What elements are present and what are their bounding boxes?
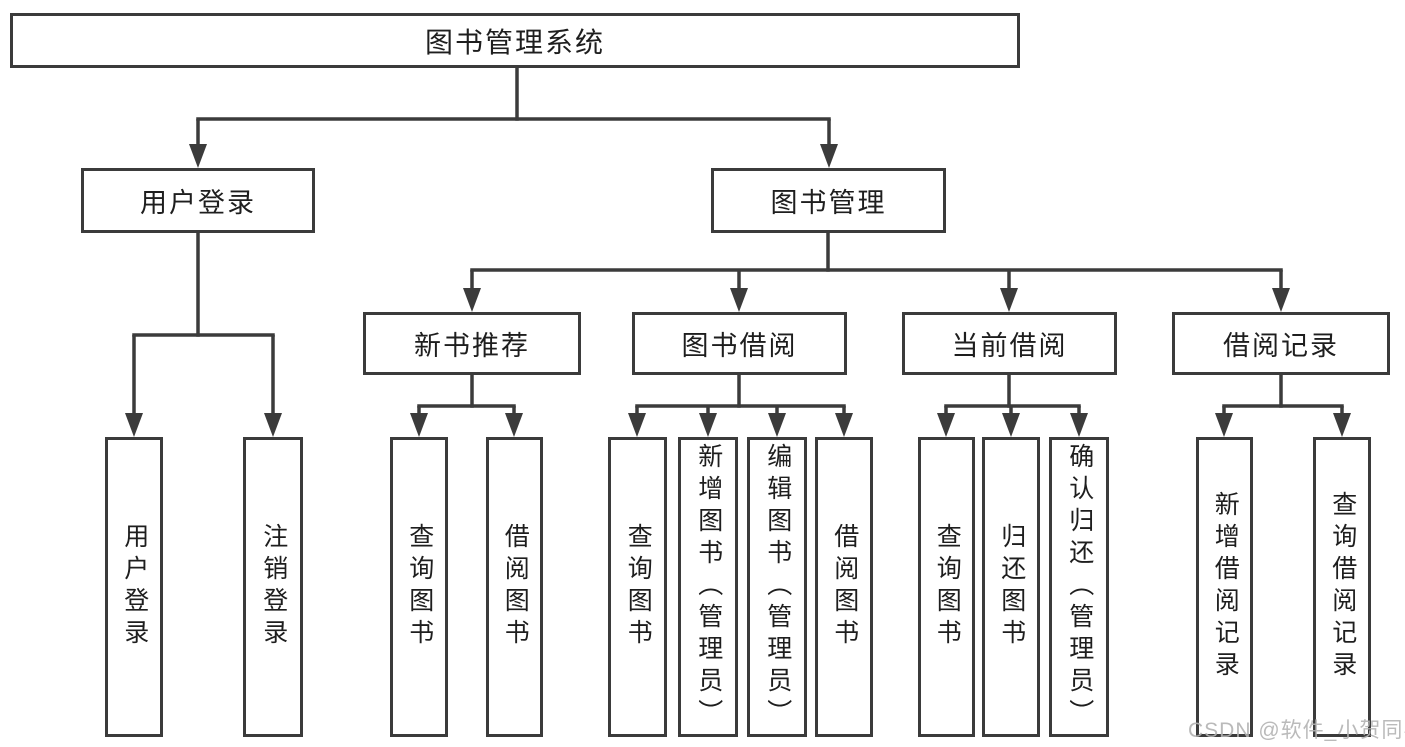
csdn-watermark: CSDN @软件_小贺同学: [1188, 719, 1405, 742]
node-system-root: 图书管理系统: [10, 13, 1020, 68]
node-book-borrowing: 图书借阅: [632, 312, 847, 375]
node-borrow-records: 借阅记录: [1172, 312, 1390, 375]
leaf-confirm-return-admin: 确认归还（管理员）: [1049, 437, 1109, 737]
leaf-user-login: 用户登录: [105, 437, 163, 737]
leaf-query-borrow-record: 查询借阅记录: [1313, 437, 1371, 737]
leaf-query-books-current: 查询图书: [918, 437, 975, 737]
leaf-query-borrow-record-label: 查询借阅记录: [1328, 491, 1357, 683]
node-book-management: 图书管理: [711, 168, 946, 233]
leaf-query-books-recommend: 查询图书: [390, 437, 448, 737]
leaf-confirm-return-admin-label: 确认归还（管理员）: [1065, 443, 1094, 731]
leaf-return-books-label: 归还图书: [997, 523, 1026, 651]
connector-arrowheads: [125, 144, 1351, 437]
leaf-borrow-books-borrowing-label: 借阅图书: [830, 523, 859, 651]
leaf-borrow-books-recommend: 借阅图书: [486, 437, 543, 737]
leaf-add-borrow-record: 新增借阅记录: [1196, 437, 1253, 737]
node-user-login: 用户登录: [81, 168, 315, 233]
leaf-query-books-borrowing-label: 查询图书: [624, 523, 653, 651]
leaf-return-books: 归还图书: [982, 437, 1040, 737]
leaf-query-books-recommend-label: 查询图书: [405, 523, 434, 651]
leaf-query-books-borrowing: 查询图书: [608, 437, 667, 737]
node-current-borrowing: 当前借阅: [902, 312, 1117, 375]
leaf-add-books-admin-label: 新增图书（管理员）: [694, 443, 723, 731]
leaf-edit-books-admin: 编辑图书（管理员）: [747, 437, 807, 737]
leaf-edit-books-admin-label: 编辑图书（管理员）: [763, 443, 792, 731]
leaf-query-books-current-label: 查询图书: [933, 523, 962, 651]
leaf-borrow-books-borrowing: 借阅图书: [815, 437, 873, 737]
node-new-book-recommend: 新书推荐: [363, 312, 581, 375]
leaf-add-books-admin: 新增图书（管理员）: [678, 437, 738, 737]
leaf-add-borrow-record-label: 新增借阅记录: [1211, 491, 1240, 683]
leaf-logout-label: 注销登录: [259, 523, 288, 651]
leaf-borrow-books-recommend-label: 借阅图书: [501, 523, 530, 651]
leaf-user-login-label: 用户登录: [120, 523, 149, 651]
leaf-logout: 注销登录: [243, 437, 303, 737]
connector-stubs: [196, 68, 1283, 408]
